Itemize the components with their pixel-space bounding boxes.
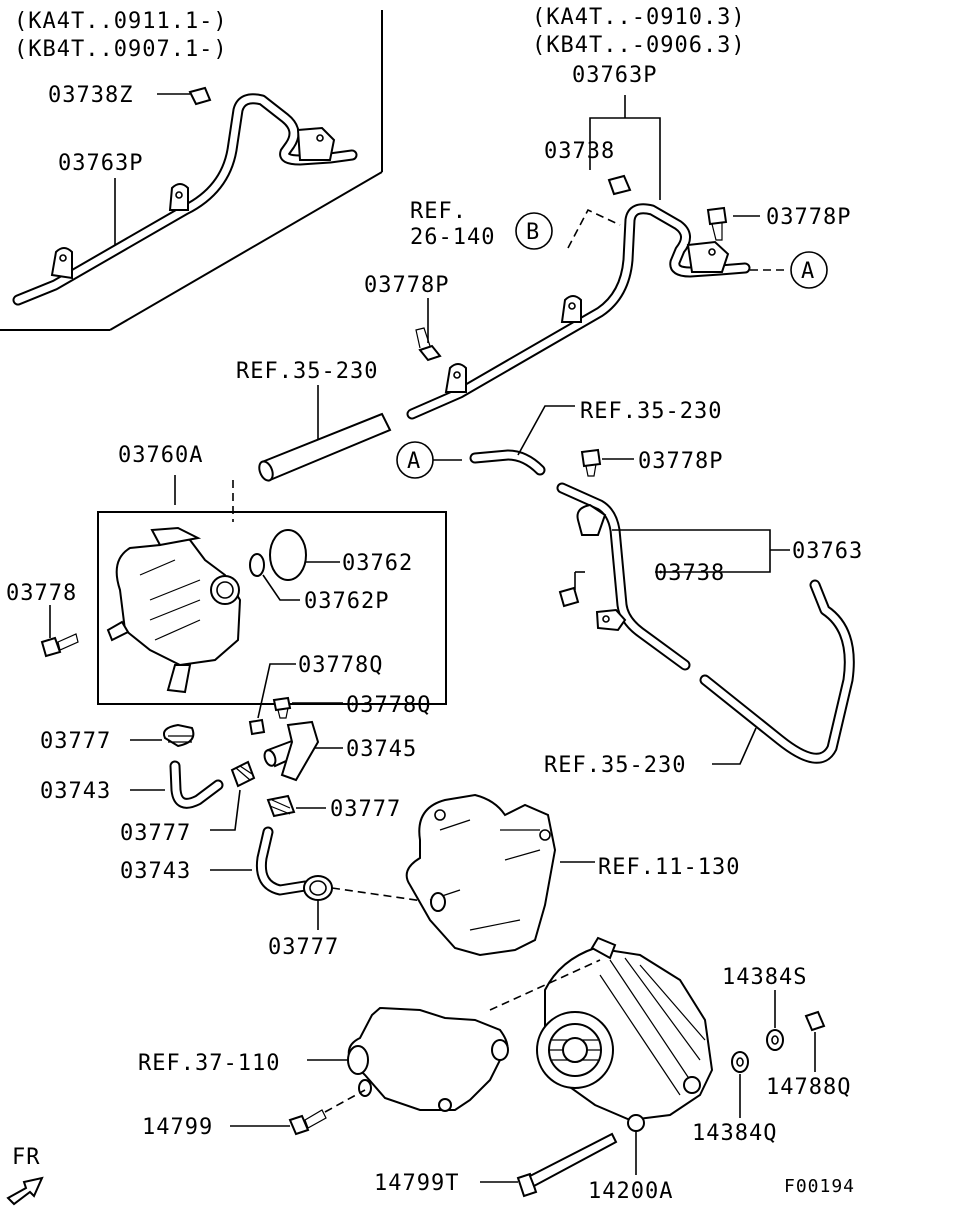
front-arrow-icon [6,1176,44,1206]
callout-b: B [515,212,553,250]
part-03778p-mid: 03778P [364,273,449,298]
part-14384s: 14384S [722,965,807,990]
part-03738-top: 03738 [544,139,615,164]
part-14384q: 14384Q [692,1121,777,1146]
ref-26-140: 26-140 [410,225,495,250]
callout-a-top-label: A [801,259,815,284]
part-03763: 03763 [792,539,863,564]
ref-35-230-c: REF.35-230 [544,753,686,778]
washers-nut [731,990,826,1118]
part-03762p: 03762P [304,589,389,614]
callout-a-mid: A [396,441,462,479]
part-03778p-right: 03778P [638,449,723,474]
hose-ref-35-230-long [699,579,855,765]
callout-a-mid-label: A [407,449,421,474]
bolt-14799 [230,1109,327,1136]
variant-ka-new: (KA4T..-0910.3) [532,5,746,30]
part-14200a: 14200A [588,1179,673,1204]
ref-35-230-b: REF.35-230 [580,399,722,424]
part-03745: 03745 [346,737,417,762]
ref-11-130: REF.11-130 [598,855,740,880]
bolt-14799t [480,1132,618,1198]
part-03763p-top: 03763P [572,63,657,88]
vacuum-pipe-main [406,95,788,420]
ref-35-230-a: REF.35-230 [236,359,378,384]
variant-kb-old: (KB4T..0907.1-) [14,37,228,62]
part-03777-c: 03777 [120,821,191,846]
cylinder-head-ref-11-130 [405,793,595,957]
part-03738-mid: 03738 [654,561,725,586]
part-03743-b: 03743 [120,859,191,884]
hose-ref-35-230-left [258,385,392,482]
part-03763p-left: 03763P [58,151,143,176]
part-03738z: 03738Z [48,83,133,108]
part-03760a: 03760A [118,443,203,468]
part-03778q-b: 03778Q [346,693,431,718]
part-03777-a: 03777 [40,729,111,754]
variant-kb-new: (KB4T..-0906.3) [532,33,746,58]
alternator-14200a [489,936,714,1175]
part-03777-d: 03777 [268,935,339,960]
bracket-ref-37-110 [307,1006,509,1113]
part-labels: (KA4T..0911.1-) (KB4T..0907.1-) (KA4T..-… [6,5,863,1204]
part-03762: 03762 [342,551,413,576]
ref-37-110: REF.37-110 [138,1051,280,1076]
part-03778q-a: 03778Q [298,653,383,678]
inset-panel-older-variant [0,10,383,331]
front-label: FR [12,1145,41,1170]
variant-ka-old: (KA4T..0911.1-) [14,9,228,34]
hoses-clamps-middle [130,663,431,930]
part-03778p-top: 03778P [766,205,851,230]
part-03777-b: 03777 [330,797,401,822]
figure-code: F00194 [784,1176,855,1197]
vacuum-pump-assembly [97,475,447,705]
ref-label: REF. [410,199,467,224]
part-03743-a: 03743 [40,779,111,804]
bolt-03778 [40,605,79,658]
callout-a-top: A [790,251,828,289]
part-14788q: 14788Q [766,1075,851,1100]
hose-ref-35-230-a [469,405,575,476]
vacuum-pipe-right [556,448,790,671]
part-14799t: 14799T [374,1171,459,1196]
callout-b-label: B [526,220,540,245]
part-14799: 14799 [142,1115,213,1140]
part-03778: 03778 [6,581,77,606]
